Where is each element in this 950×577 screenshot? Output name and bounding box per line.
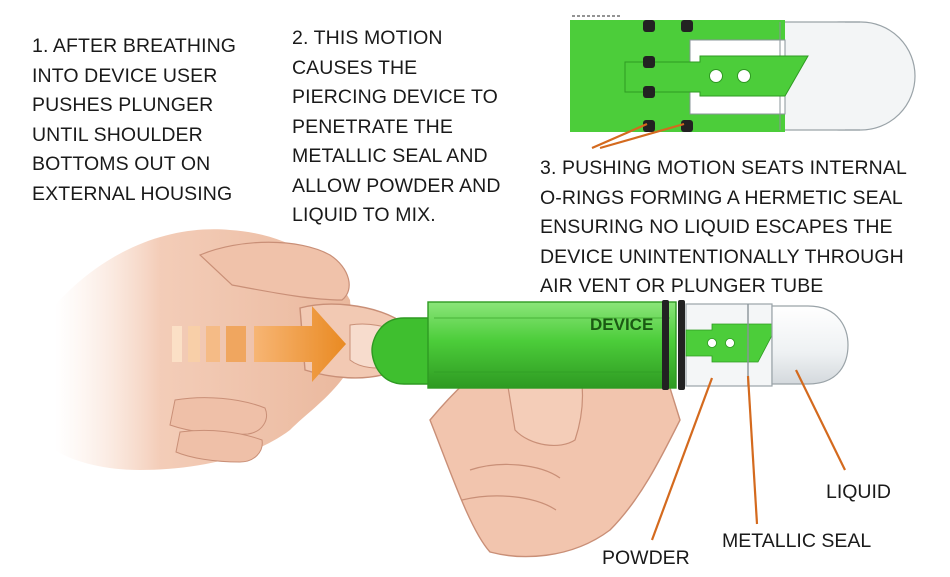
- arrow-head: [254, 306, 346, 382]
- hand-illustration: [55, 229, 681, 558]
- device-body: DEVICE: [371, 300, 849, 390]
- device-plunger-end: [371, 317, 433, 385]
- step-1-text: 1. AFTER BREATHING INTO DEVICE USER PUSH…: [32, 32, 236, 209]
- leader-liquid: [795, 369, 846, 471]
- step-1-line: 1. AFTER BREATHING: [32, 35, 237, 57]
- step-2-line: ALLOW POWDER AND: [292, 174, 501, 197]
- callout-powder: POWDER: [602, 547, 690, 569]
- callout-leaders: [650, 369, 846, 541]
- device-o-ring-2: [678, 300, 685, 390]
- step-3-line: DEVICE UNINTENTIONALLY THROUGH: [540, 245, 904, 268]
- step-1-line: EXTERNAL HOUSING: [32, 182, 233, 205]
- step-2-line: LIQUID TO MIX.: [292, 204, 436, 226]
- step-1-line: PUSHES PLUNGER: [32, 94, 214, 116]
- curled-finger-1: [169, 397, 267, 435]
- step-1-line: UNTIL SHOULDER: [32, 123, 203, 146]
- inset-o-rings: [643, 20, 693, 132]
- step-1-line: BOTTOMS OUT ON: [32, 153, 211, 175]
- step-2-text: 2. THIS MOTION CAUSES THE PIERCING DEVIC…: [292, 24, 501, 231]
- step-2-line: CAUSES THE: [292, 56, 418, 79]
- device-label: DEVICE: [590, 315, 653, 334]
- index-finger: [198, 241, 350, 301]
- device-liquid-cap: [771, 305, 849, 385]
- step-3-line: O-RINGS FORMING A HERMETIC SEAL: [540, 186, 903, 209]
- leader-metallic-seal: [746, 375, 759, 525]
- device-o-ring-1: [662, 300, 669, 390]
- step-2-line: PIERCING DEVICE TO: [292, 86, 498, 108]
- step-3-line: ENSURING NO LIQUID ESCAPES THE: [540, 216, 893, 238]
- step-3-text: 3. PUSHING MOTION SEATS INTERNAL O-RINGS…: [540, 154, 907, 302]
- step-3-line: 3. PUSHING MOTION SEATS INTERNAL: [540, 157, 907, 179]
- step-1-line: INTO DEVICE USER: [32, 64, 218, 87]
- inset-leader-left: [591, 122, 648, 150]
- step-2-line: METALLIC SEAL AND: [292, 145, 488, 167]
- device-housing: [427, 301, 677, 389]
- step-2-line: PENETRATE THE: [292, 115, 453, 138]
- step-2-line: 2. THIS MOTION: [292, 27, 443, 49]
- step-3-line: AIR VENT OR PLUNGER TUBE: [540, 275, 824, 297]
- cross-section-inset: [570, 15, 916, 150]
- leader-powder: [650, 377, 714, 541]
- inset-leader-right: [599, 122, 685, 150]
- push-arrow: [172, 306, 346, 382]
- curled-finger-2: [175, 429, 263, 463]
- callout-metallic-seal: METALLIC SEAL: [722, 530, 872, 552]
- callout-liquid: LIQUID: [826, 481, 892, 503]
